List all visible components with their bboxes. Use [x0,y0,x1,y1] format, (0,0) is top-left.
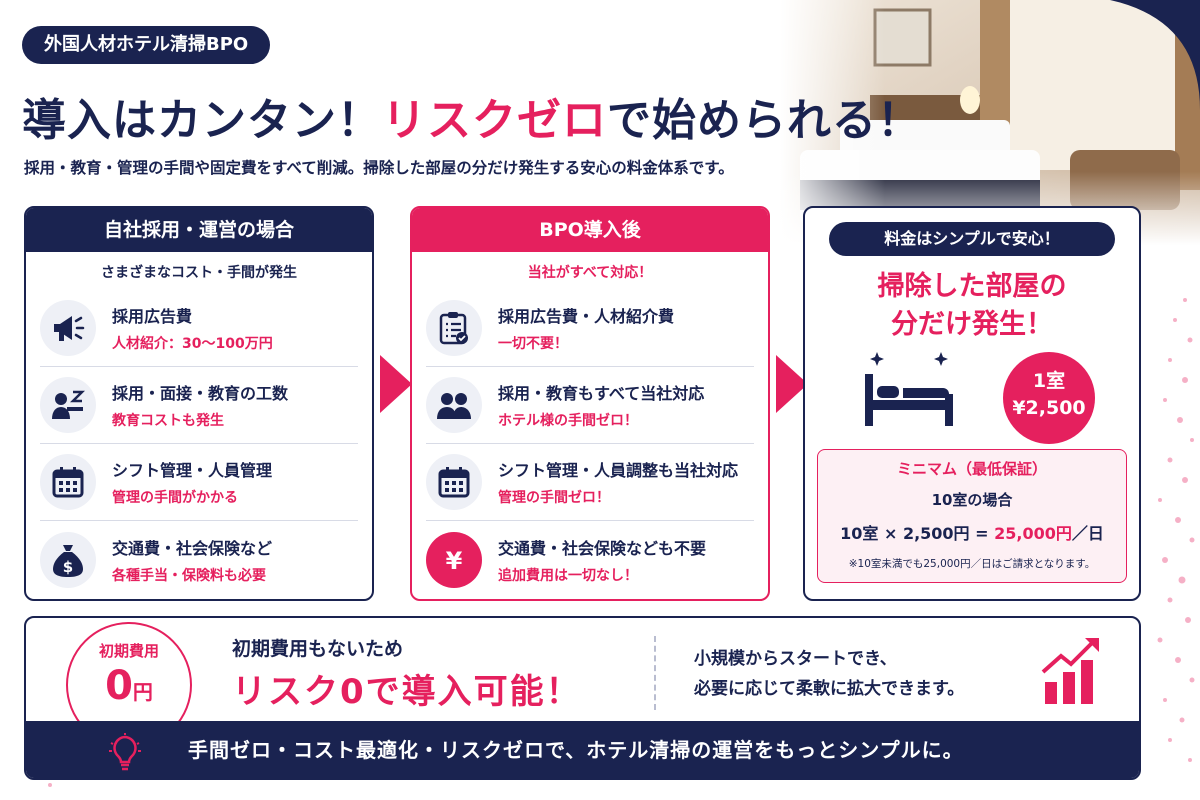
item-sub: 一切不要！ [498,336,568,352]
lightbulb-icon [109,733,141,771]
svg-text:¥: ¥ [446,547,463,575]
bed-icon [865,352,953,426]
minimum-note: ※10室未満でも25,000円／日はご請求となります。 [848,558,1096,570]
panel-subtitle: 当社がすべて対応！ [527,265,653,281]
pricing-headline: 掃除した部屋の 分だけ発生！ [805,268,1139,344]
item-sub: 管理の手間がかかる [112,490,238,506]
money-bag-icon: $ [40,531,96,588]
item-sub: ホテル様の手間ゼロ！ [498,413,638,429]
in-house-panel: 自社採用・運営の場合 さまざまなコスト・手間が発生 採用広告費人材紹介：30〜1… [24,206,374,601]
item-title: 交通費・社会保険なども不要 [498,538,707,558]
pricing-pill: 料金はシンプルで安心！ [829,222,1115,256]
list-item: シフト管理・人員調整も当社対応管理の手間ゼロ！ [426,444,754,521]
panel-subtitle: さまざまなコスト・手間が発生 [101,265,297,281]
price-value: ¥2,500 [1012,397,1086,419]
list-item: 採用広告費人材紹介：30〜100万円 [40,290,358,367]
price-per-room-badge: 1室 ¥2,500 [1003,352,1095,444]
headline-emphasis: リスクゼロ [382,95,607,146]
interview-icon [40,377,96,433]
list-item: 採用・教育もすべて当社対応ホテル様の手間ゼロ！ [426,367,754,444]
cost-number: 0 [105,663,133,709]
bottom-banner: 手間ゼロ・コスト最適化・リスクゼロで、ホテル清掃の運営をもっとシンプルに。 [26,721,1139,778]
pricing-panel: 料金はシンプルで安心！ 掃除した部屋の 分だけ発生！ 1室 ¥2,500 ミニマ… [803,206,1141,601]
scale-text-2: 必要に応じて柔軟に拡大できます。 [694,679,965,699]
arrow-right-icon [776,355,808,413]
bottom-headline: リスク0で導入可能！ [232,672,582,712]
item-sub: 追加費用は一切なし！ [498,567,638,584]
item-title: 採用広告費・人材紹介費 [498,307,675,326]
calendar-icon [40,454,96,510]
initial-cost-value: 0円 [68,661,190,717]
item-sub: 教育コストも発生 [112,413,224,429]
formula-part: 10室 × 2,500円 = [840,524,995,543]
minimum-guarantee-box: ミニマム（最低保証） 10室の場合 10室 × 2,500円 = 25,000円… [817,449,1127,583]
item-title: 採用・教育もすべて当社対応 [498,384,705,403]
megaphone-icon [40,300,96,356]
list-item: 採用・面接・教育の工数教育コストも発生 [40,367,358,444]
pricing-headline-2: 分だけ発生！ [891,309,1053,340]
scale-text-1: 小規模からスタートでき、 [694,649,897,669]
yen-icon: ¥ [426,531,482,588]
formula-total: 25,000円 [994,524,1072,543]
bottom-lead: 初期費用もないため [232,638,404,660]
headline-part-b: で始められる！ [607,95,922,146]
minimum-formula: 10室 × 2,500円 = 25,000円／日 [818,520,1126,544]
minimum-title: ミニマム（最低保証） [896,460,1047,478]
list-item: シフト管理・人員管理管理の手間がかかる [40,444,358,521]
growth-chart-icon [1041,638,1099,704]
calendar-icon [426,454,482,510]
price-unit: 1室 [1032,370,1066,392]
arrow-right-icon [380,355,412,413]
pricing-headline-1: 掃除した部屋の [877,271,1067,302]
page-headline: 導入はカンタン！リスクゼロで始められる！ [22,84,922,148]
item-title: シフト管理・人員管理 [112,461,273,480]
headline-part-a: 導入はカンタン！ [22,95,382,146]
panel-title: BPO導入後 [412,208,768,252]
minimum-case: 10室の場合 [931,491,1013,509]
clipboard-check-icon [426,300,482,356]
formula-unit: ／日 [1071,524,1104,543]
cost-unit: 円 [132,680,153,704]
svg-text:$: $ [63,558,73,576]
item-sub: 各種手当・保険料も必要 [112,567,266,584]
divider [654,636,656,710]
item-sub: 人材紹介：30〜100万円 [112,336,273,352]
people-icon [426,377,482,433]
list-item: ¥ 交通費・社会保険なども不要追加費用は一切なし！ [426,521,754,598]
bpo-panel: BPO導入後 当社がすべて対応！ 採用広告費・人材紹介費一切不要！ 採用・教育も… [410,206,770,601]
initial-cost-label: 初期費用 [98,642,159,660]
list-item: 採用広告費・人材紹介費一切不要！ [426,290,754,367]
list-item: $ 交通費・社会保険など各種手当・保険料も必要 [40,521,358,598]
item-title: シフト管理・人員調整も当社対応 [498,461,739,480]
bottom-card: 初期費用 0円 初期費用もないため リスク0で導入可能！ 小規模からスタートでき… [24,616,1141,780]
item-title: 採用・面接・教育の工数 [112,384,289,403]
panel-title: 自社採用・運営の場合 [26,208,372,252]
bottom-banner-text: 手間ゼロ・コスト最適化・リスクゼロで、ホテル清掃の運営をもっとシンプルに。 [188,738,964,762]
item-sub: 管理の手間ゼロ！ [498,490,610,506]
item-title: 採用広告費 [112,307,193,326]
page-subtext: 採用・教育・管理の手間や固定費をすべて削減。掃除した部屋の分だけ発生する安心の料… [24,159,734,177]
item-title: 交通費・社会保険など [112,538,273,558]
category-badge: 外国人材ホテル清掃BPO [22,26,271,64]
